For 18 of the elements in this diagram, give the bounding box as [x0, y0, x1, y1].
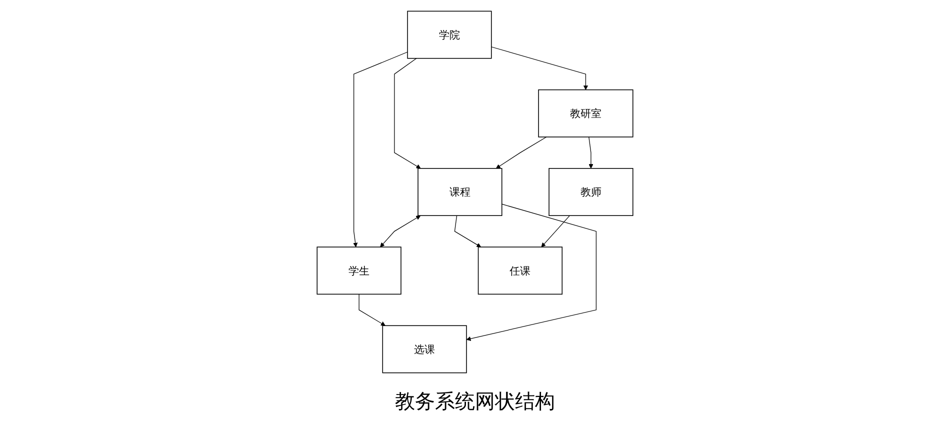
node-box: 选课 — [382, 325, 467, 374]
node-box: 学院 — [407, 10, 492, 59]
arrow — [353, 52, 408, 248]
arrow — [588, 136, 594, 169]
node-box: 学生 — [316, 246, 402, 295]
arrow — [454, 215, 482, 248]
node-box: 课程 — [418, 168, 502, 216]
node-box: 教研室 — [538, 89, 634, 138]
arrow — [491, 46, 588, 90]
arrow — [358, 294, 386, 326]
arrow — [380, 215, 421, 248]
arrow — [394, 58, 421, 169]
node-box: 教师 — [548, 168, 634, 216]
arrow — [496, 136, 547, 169]
arrow — [541, 215, 570, 248]
arrow — [466, 204, 597, 341]
node-box: 任课 — [478, 246, 563, 295]
caption: 教务系统网状结构 — [395, 388, 555, 415]
